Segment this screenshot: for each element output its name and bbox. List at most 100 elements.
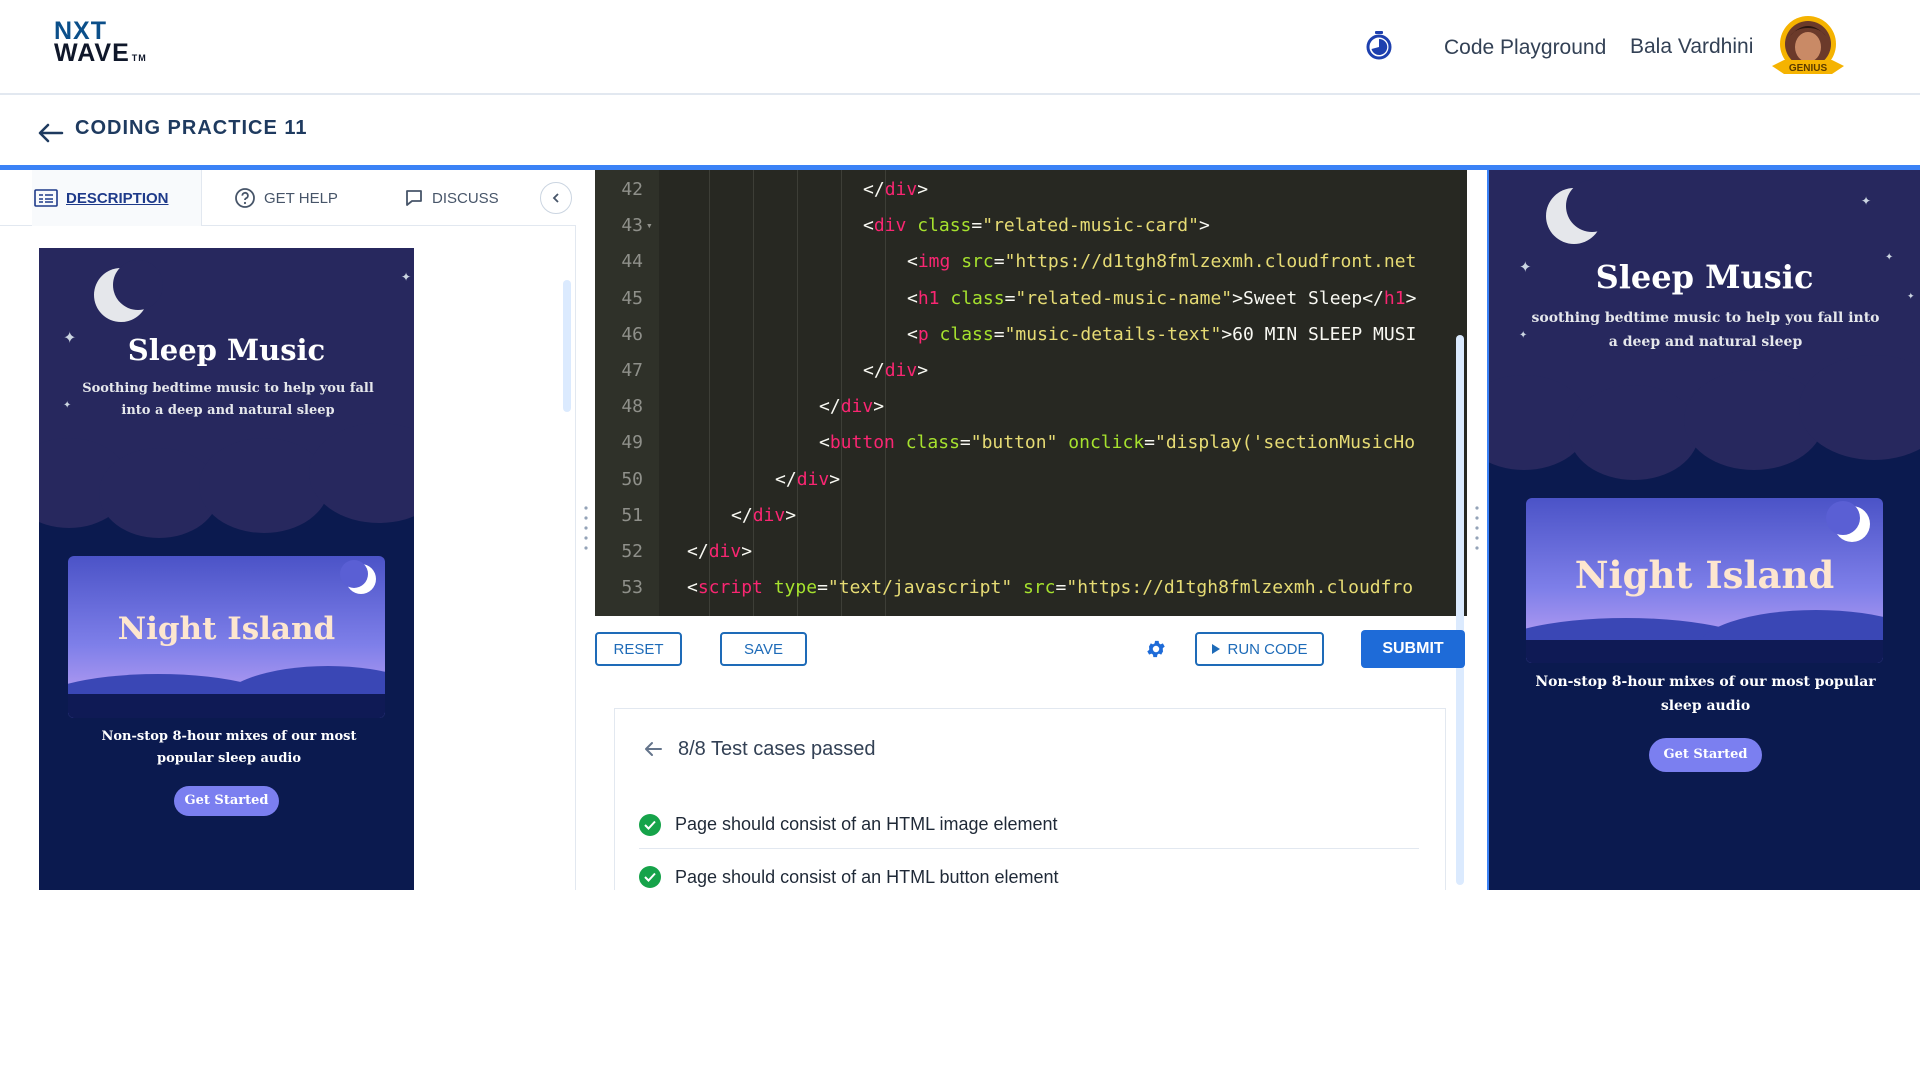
- reset-button[interactable]: RESET: [595, 632, 682, 666]
- tab-discuss[interactable]: DISCUSS: [404, 170, 499, 226]
- code-token: "related-music-card": [982, 215, 1199, 237]
- logo-line-2-text: WAVE: [54, 39, 130, 67]
- code-line[interactable]: 48</div>: [595, 389, 1467, 425]
- code-line[interactable]: 52</div>: [595, 534, 1467, 570]
- code-token: div: [873, 215, 907, 237]
- preview-card-description: Non-stop 8-hour mixes of our most popula…: [101, 729, 357, 766]
- run-code-button[interactable]: RUN CODE: [1195, 632, 1324, 666]
- gear-icon[interactable]: [1145, 638, 1167, 660]
- code-token: </: [819, 396, 841, 418]
- preview-card-description: Non-stop 8-hour mixes of our most popula…: [1535, 674, 1876, 714]
- preview-cloud: [1799, 355, 1920, 460]
- code-token: [763, 577, 774, 598]
- code-text: <h1 class="related-music-name">Sweet Sle…: [687, 281, 1465, 317]
- code-token: class: [905, 432, 960, 454]
- crescent-shadow: [340, 560, 368, 588]
- code-token: >60 MIN SLEEP MUSI: [1221, 323, 1417, 345]
- code-token: "related-music-name": [1015, 287, 1233, 309]
- code-token: type: [773, 577, 818, 599]
- code-text: </div>: [687, 498, 1465, 534]
- timer-icon[interactable]: [1364, 30, 1394, 60]
- code-token: p: [917, 323, 929, 345]
- description-preview-image: ✦ ✦ ✦ Sleep Music Soothing bedtime music…: [39, 248, 414, 890]
- test-case-text: Page should consist of an HTML button el…: [675, 866, 1059, 887]
- code-line[interactable]: 50 </div>: [595, 462, 1467, 498]
- back-arrow-icon[interactable]: [643, 739, 663, 759]
- code-editor[interactable]: 42</div>43▾<div class="related-music-car…: [595, 170, 1467, 616]
- code-line[interactable]: 46<p class="music-details-text">60 MIN S…: [595, 317, 1467, 353]
- code-text: </div>: [687, 462, 1465, 498]
- code-token: =: [971, 215, 983, 237]
- line-number: 46: [621, 323, 643, 345]
- editor-scrollbar[interactable]: [1456, 335, 1464, 885]
- code-line[interactable]: 53<script type="text/javascript" src="ht…: [595, 570, 1467, 606]
- code-token: =: [817, 577, 828, 599]
- code-line[interactable]: 43▾<div class="related-music-card">: [595, 208, 1467, 244]
- fold-icon[interactable]: ▾: [646, 219, 653, 233]
- code-token: =: [1004, 287, 1016, 309]
- code-token: [950, 251, 961, 272]
- code-token: div: [884, 179, 918, 200]
- line-number: 53: [621, 577, 643, 599]
- code-line[interactable]: 45<h1 class="related-music-name">Sweet S…: [595, 281, 1467, 317]
- tab-description-label: DESCRIPTION: [66, 189, 169, 207]
- code-token: </: [863, 179, 885, 200]
- test-case-item: Page should consist of an HTML image ele…: [639, 801, 1419, 849]
- code-token: =: [993, 251, 1005, 273]
- description-scrollbar[interactable]: [563, 280, 571, 412]
- code-token: [929, 324, 940, 345]
- code-line[interactable]: 49<button class="button" onclick="displa…: [595, 425, 1467, 461]
- code-token: >: [785, 504, 797, 526]
- code-line[interactable]: 44<img src="https://d1tgh8fmlzexmh.cloud…: [595, 244, 1467, 280]
- back-arrow-icon[interactable]: [36, 118, 64, 144]
- code-token: </: [863, 360, 885, 381]
- code-playground-link[interactable]: Code Playground: [1444, 36, 1607, 59]
- line-number: 44: [621, 251, 643, 273]
- get-started-button: Get Started: [174, 786, 279, 816]
- header-accent-rule: [0, 165, 1920, 170]
- collapse-panel-button[interactable]: [540, 182, 572, 214]
- code-token: src: [1023, 577, 1056, 599]
- line-number: 51: [621, 504, 643, 526]
- save-button[interactable]: SAVE: [720, 632, 807, 666]
- line-number: 50: [621, 468, 643, 490]
- tab-description[interactable]: DESCRIPTION: [32, 170, 202, 226]
- indent-guide: [841, 170, 842, 616]
- code-token: </: [731, 504, 753, 526]
- code-token: </: [775, 468, 797, 490]
- code-token: script: [697, 577, 763, 599]
- code-token: div: [840, 396, 874, 418]
- code-token: </: [687, 541, 709, 562]
- code-token: >: [917, 179, 929, 200]
- code-token: [895, 432, 906, 453]
- output-preview[interactable]: ✦ ✦ ✦ ✦ ✦ Sleep Music soothing bedtime m…: [1487, 170, 1920, 890]
- preview-cloud: [309, 423, 414, 523]
- crescent-shadow: [1826, 501, 1860, 535]
- code-token: h1: [917, 287, 940, 309]
- tab-get-help[interactable]: GET HELP: [234, 170, 338, 226]
- preview-subtitle: Soothing bedtime music to help you fall …: [82, 381, 374, 418]
- left-resize-handle-icon[interactable]: [584, 505, 588, 551]
- code-token: "display('sectionMusicHo: [1155, 432, 1416, 454]
- code-line[interactable]: 47</div>: [595, 353, 1467, 389]
- code-token: =: [1144, 432, 1155, 454]
- get-started-button[interactable]: Get Started: [1649, 738, 1762, 772]
- code-text: </div>: [687, 534, 1465, 570]
- user-name[interactable]: Bala Vardhini: [1630, 35, 1754, 58]
- line-number-gutter: [595, 170, 659, 616]
- avatar[interactable]: GENIUS: [1768, 14, 1848, 80]
- indent-guide: [885, 170, 886, 616]
- chevron-left-icon: [552, 193, 559, 203]
- code-line[interactable]: 51 </div>: [595, 498, 1467, 534]
- code-token: [906, 215, 917, 236]
- code-token: "music-details-text": [1004, 323, 1222, 345]
- submit-button[interactable]: SUBMIT: [1361, 630, 1465, 668]
- right-resize-handle-icon[interactable]: [1475, 505, 1479, 551]
- code-line[interactable]: 42</div>: [595, 172, 1467, 208]
- star-icon: ✦: [1861, 194, 1872, 208]
- tab-discuss-label: DISCUSS: [432, 189, 499, 207]
- line-number: 47: [621, 360, 643, 381]
